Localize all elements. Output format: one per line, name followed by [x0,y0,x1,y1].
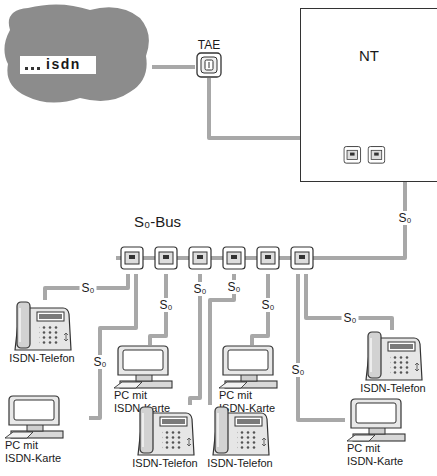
connector-label: S₀ [397,211,414,225]
cloud-shape [0,0,152,108]
phone-icon [209,405,271,457]
pc-icon [345,398,411,442]
connector-label: S₀ [226,280,243,294]
box-label: isdn [44,56,83,72]
isdn-phone: ISDN-Telefon [205,405,275,470]
connector-label: S₀ [260,298,277,312]
bus-label: S₀-Bus [116,212,320,232]
isdn-phone: ISDN-Telefon [355,330,431,395]
pc-with-card: PC mit ISDN-Karte [3,395,89,465]
pc-with-card: PC mit ISDN-Karte [345,398,431,468]
pc-with-card: PC mit ISDN-Karte [112,345,186,415]
s0-cable [306,274,392,330]
network-cloud: isdn [0,0,152,108]
device-label: ISDN-Telefon [205,457,275,470]
connector-label: S₀ [92,355,109,369]
device-label: PC mit ISDN-Karte [3,439,89,465]
isdn-phone: ISDN-Telefon [5,300,79,365]
box-label: TAE [195,38,223,52]
connector-label: S₀ [192,282,209,296]
s0-cable [45,274,128,300]
phone-icon [362,330,424,382]
device-label: ISDN-Telefon [5,352,79,365]
nt-ports [301,9,437,181]
pc-icon [112,345,178,389]
box-label: NT [301,9,437,65]
connector-label: S₀ [290,363,307,377]
device-label: PC mit ISDN-Karte [345,442,431,468]
isdn-phone: ISDN-Telefon [130,405,200,470]
connector-label: S₀ [80,281,97,295]
pc-icon [3,395,69,439]
phone-icon [134,405,196,457]
nt-box: NT [300,8,437,182]
tae-socket: TAE [195,38,223,78]
connector-label: S₀ [158,298,175,312]
pc-icon [217,345,283,389]
device-label: ISDN-Telefon [130,457,200,470]
connector-label: S₀ [342,311,359,325]
s0-cable [209,78,300,138]
pc-with-card: PC mit ISDN-Karte [217,345,291,415]
phone-icon [11,300,73,352]
s0-cable [152,65,195,69]
s0-cable [320,182,405,258]
s0-cable [298,274,345,420]
device-label: ISDN-Telefon [355,382,431,395]
tae-icon [196,52,222,78]
s0-bus: S₀-Bus [116,212,320,274]
